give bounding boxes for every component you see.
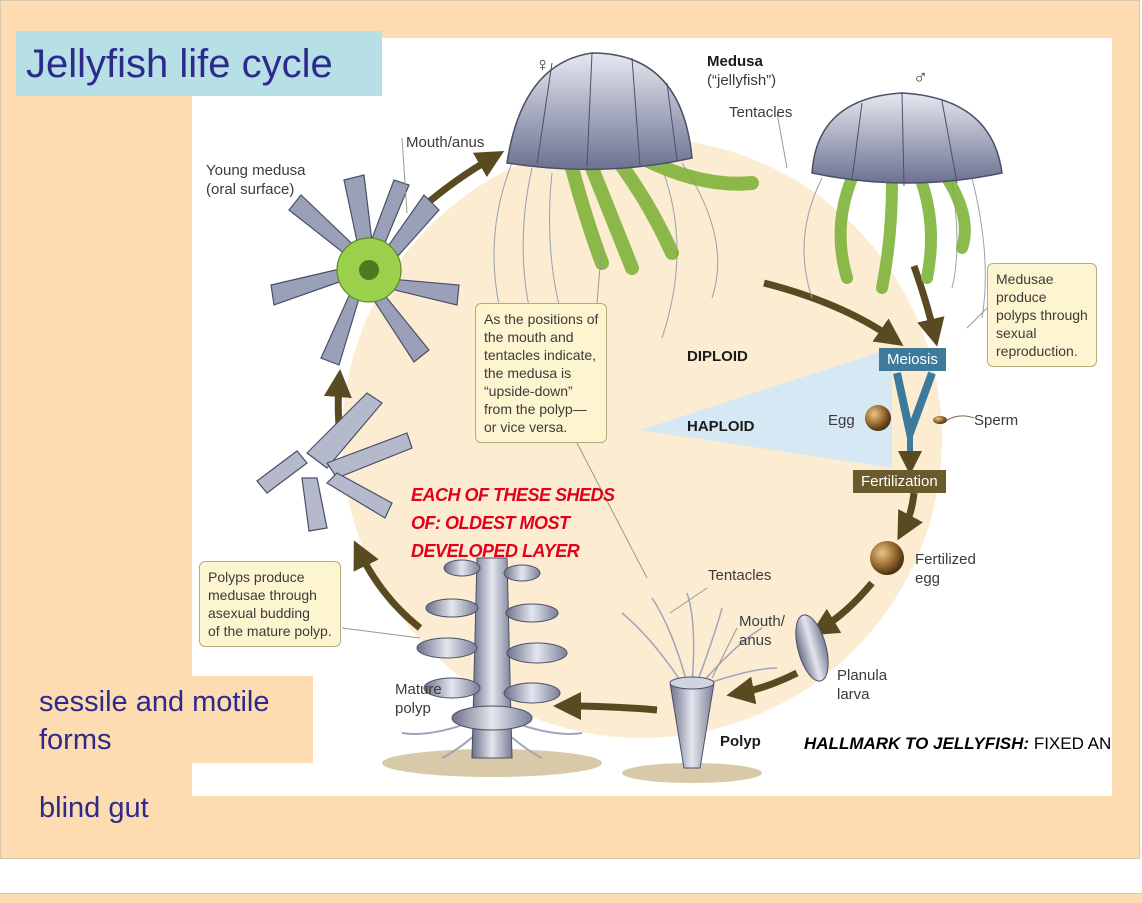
side-text-box [30, 676, 313, 763]
female-medusa [493, 52, 759, 349]
haploid-wedge [640, 348, 892, 468]
next-slide-edge [0, 893, 1142, 903]
mouth-anus-polyp-label-1: Mouth/ [739, 613, 785, 630]
orientation-callout: As the positions of the mouth and tentac… [475, 303, 608, 443]
tentacles-top-label: Tentacles [729, 104, 793, 121]
polyp-art [621, 592, 778, 783]
red-annotation: EACH OF THESE SHEDS OF: OLDEST MOST DEVE… [411, 485, 615, 561]
sperm-art [933, 416, 947, 424]
mature-polyp-label-2: polyp [395, 700, 431, 717]
planula-label-1: Planula [837, 667, 888, 684]
fertilized-egg-art [870, 541, 904, 575]
hallmark-annotation: HALLMARK TO JELLYFISH: FIXED AN [804, 734, 1142, 754]
fertilized-egg-label-1: Fertilized [915, 551, 976, 568]
meiosis-box: Meiosis [879, 348, 946, 371]
diploid-label: DIPLOID [687, 348, 748, 365]
cycle-arrows [323, 151, 945, 721]
page-title: Jellyfish life cycle [26, 42, 333, 86]
male-medusa [803, 92, 1003, 319]
planula-art [795, 614, 829, 682]
hallmark-rest: FIXED AN [1029, 734, 1112, 753]
tentacles-polyp-label: Tentacles [708, 567, 772, 584]
sperm-label: Sperm [974, 412, 1019, 429]
haploid-label: HAPLOID [687, 418, 755, 435]
egg-label: Egg [828, 412, 855, 429]
male-symbol: ♂ [913, 67, 928, 89]
medusa-sub-label: (“jellyfish”) [707, 72, 777, 89]
young-medusa-label-1: Young medusa [206, 162, 306, 179]
mature-polyp-art [382, 557, 602, 777]
young-medusa-label-2: (oral surface) [206, 181, 295, 198]
title-box: Jellyfish life cycle [16, 31, 382, 96]
slide: Jellyfish life cycle ♀ ♂ Medusa (“jellyf… [0, 0, 1140, 859]
young-medusa [270, 174, 460, 366]
mouth-anus-polyp-label-2: anus [739, 632, 772, 649]
egg-art [865, 405, 891, 431]
medusa-label: Medusa [707, 53, 763, 70]
life-cycle-art [256, 52, 1003, 783]
female-symbol: ♀ [535, 54, 550, 76]
bullet-sessile-motile: sessile and motile forms [39, 686, 270, 756]
hallmark-bold: HALLMARK TO JELLYFISH: [804, 734, 1030, 753]
polyp-label: Polyp [720, 733, 761, 750]
budding-ephyra [256, 392, 413, 532]
mature-polyp-label-1: Mature [395, 681, 442, 698]
bullet-blind-gut: blind gut [39, 792, 149, 824]
planula-label-2: larva [837, 686, 870, 703]
polyps-produce-callout: Polyps produce medusae through asexual b… [199, 561, 341, 647]
fertilized-egg-label-2: egg [915, 570, 941, 587]
life-cycle-figure [192, 38, 1112, 796]
fertilization-box: Fertilization [853, 470, 946, 493]
mouth-anus-top-label: Mouth/anus [406, 134, 485, 151]
medusae-produce-callout: Medusae produce polyps through sexual re… [987, 263, 1097, 367]
